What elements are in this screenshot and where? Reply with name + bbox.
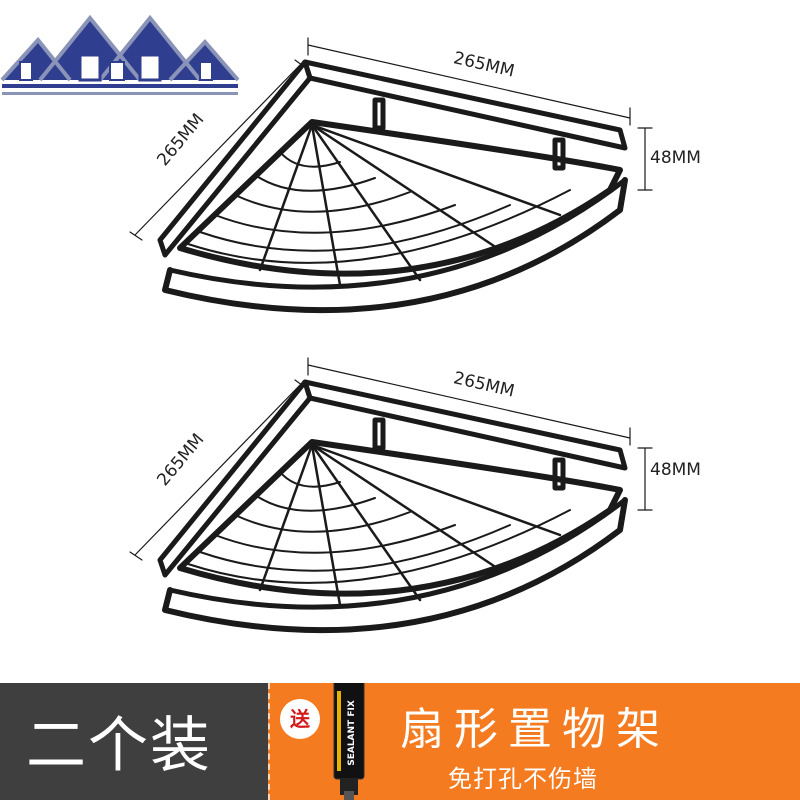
corner-shelf-illustration bbox=[129, 37, 653, 314]
promo-banner: 二个装 送 SEALANT FIX 扇形置物架 免打孔不伤墙 bbox=[0, 683, 800, 800]
gift-badge: 送 bbox=[280, 699, 320, 739]
quantity-label: 二个装 bbox=[26, 711, 212, 781]
product-panel: 送 SEALANT FIX 扇形置物架 免打孔不伤墙 bbox=[268, 683, 800, 800]
sealant-tube-icon: SEALANT FIX bbox=[333, 683, 365, 800]
product-subtitle: 免打孔不伤墙 bbox=[448, 765, 598, 793]
shelf-height-label: 48MM bbox=[650, 460, 701, 480]
product-title: 扇形置物架 bbox=[400, 704, 670, 755]
corner-shelf-illustration bbox=[129, 357, 653, 634]
house-roofs-icon bbox=[0, 0, 240, 105]
sealant-tube-label: SEALANT FIX bbox=[347, 700, 357, 766]
shelf-height-label: 48MM bbox=[650, 148, 701, 168]
quantity-panel: 二个装 bbox=[0, 683, 268, 800]
